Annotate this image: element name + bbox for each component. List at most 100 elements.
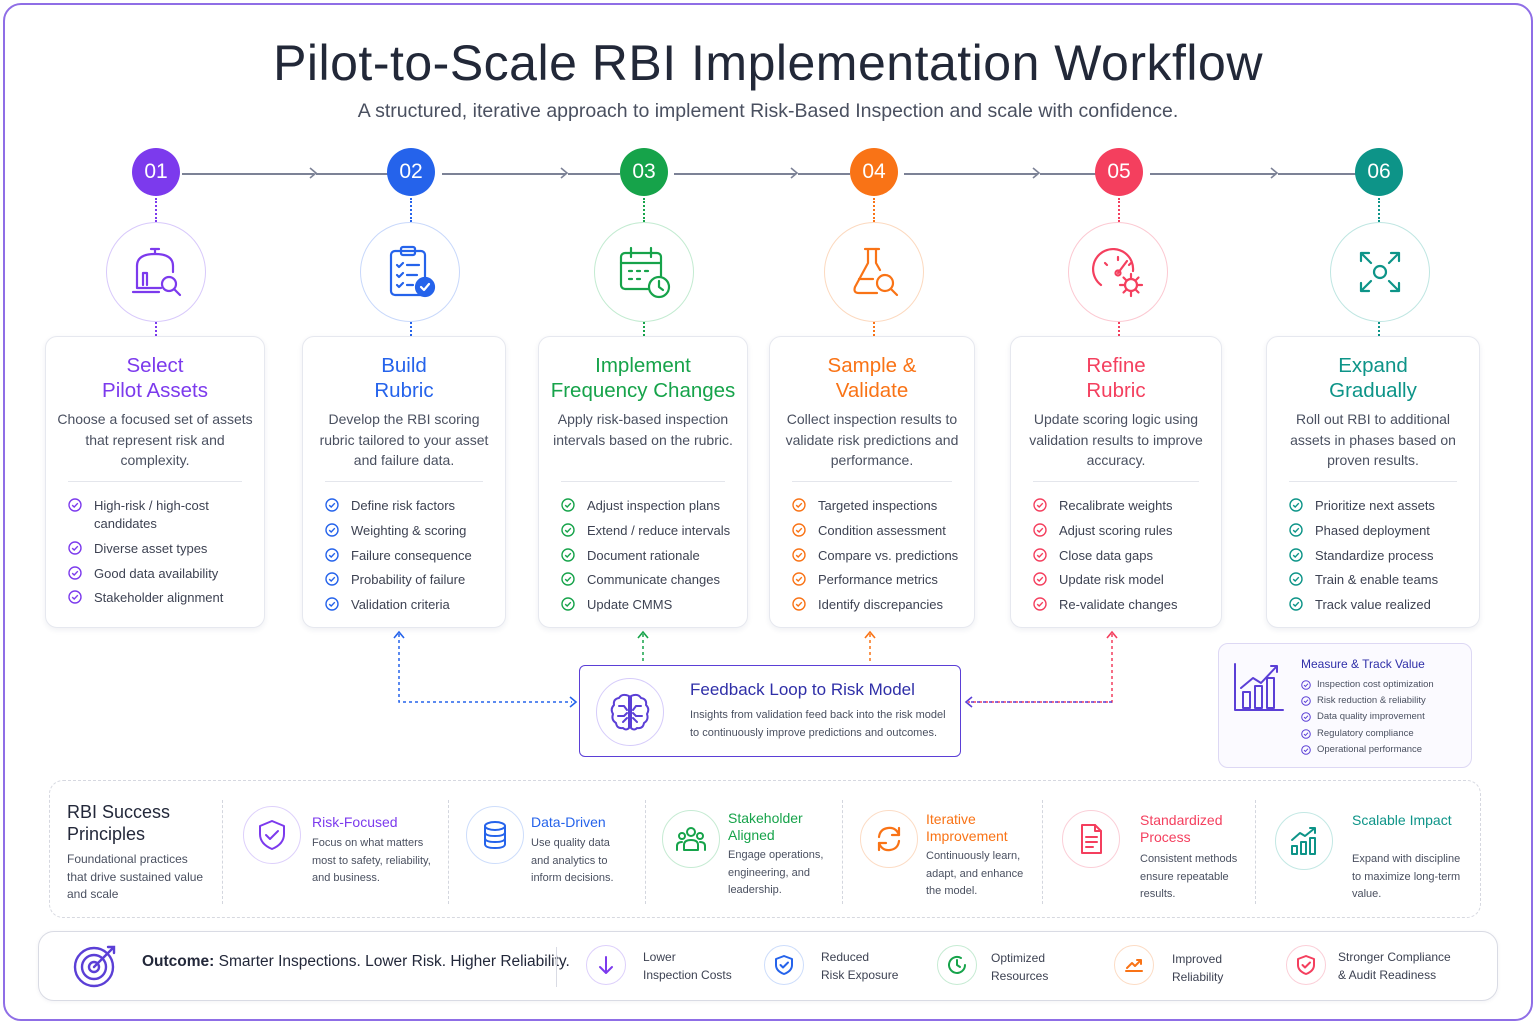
principle-name: Risk-Focused: [312, 814, 398, 830]
document-icon: [1062, 810, 1120, 868]
list-item: Good data availability: [68, 565, 254, 583]
step-number-badge: 02: [387, 148, 435, 196]
check-circle-icon: [792, 523, 806, 537]
check-circle-icon: [1289, 523, 1303, 537]
step-dotted-connector: [1378, 322, 1380, 336]
list-item: Standardize process: [1289, 547, 1469, 565]
step-connector: [674, 173, 796, 175]
list-item: Regulatory compliance: [1301, 726, 1434, 742]
check-circle-icon: [561, 597, 575, 611]
team-icon: [662, 810, 720, 868]
list-item: Track value realized: [1289, 596, 1469, 614]
feedback-description: Insights from validation feed back into …: [690, 709, 946, 739]
step-dotted-connector: [410, 322, 412, 336]
check-circle-icon: [1033, 523, 1047, 537]
list-item: Risk reduction & reliability: [1301, 693, 1434, 709]
step-dotted-connector: [410, 198, 412, 222]
refresh-icon: [860, 810, 918, 868]
principle-name: Iterative Improvement: [926, 811, 1008, 844]
divider: [645, 800, 646, 904]
principle-description: Consistent methods ensure repeatable res…: [1140, 853, 1238, 900]
check-circle-icon: [1289, 597, 1303, 611]
chevron-right-icon: [1270, 167, 1279, 179]
card-divider: [792, 481, 952, 482]
step-title: Sample &Validate: [827, 354, 917, 402]
principle-description: Continuously learn, adapt, and enhance t…: [926, 850, 1024, 897]
feedback-title: Feedback Loop to Risk Model: [690, 680, 915, 699]
page-frame: [3, 3, 1533, 1021]
check-circle-icon: [1289, 572, 1303, 587]
check-circle-icon: [792, 597, 806, 611]
card-divider: [1033, 481, 1199, 482]
divider: [556, 947, 557, 987]
step-connector: [182, 173, 314, 175]
divider: [1042, 800, 1043, 904]
feedback-loop-box: Feedback Loop to Risk Model Insights fro…: [579, 665, 961, 757]
step-connector: [316, 173, 388, 175]
step-checklist: High-risk / high-cost candidates Diverse…: [68, 497, 254, 614]
step-checklist: Prioritize next assets Phased deployment…: [1289, 497, 1469, 621]
step-checklist: Define risk factors Weighting & scoring …: [325, 497, 495, 621]
step-connector: [1150, 173, 1276, 175]
step-connector: [1040, 173, 1096, 175]
check-circle-icon: [68, 541, 82, 555]
list-item: Close data gaps: [1033, 547, 1211, 565]
shield-check-icon: [1286, 945, 1326, 985]
step-description: Apply risk-based inspection intervals ba…: [553, 411, 733, 448]
list-item: Document rationale: [561, 547, 737, 565]
list-item: Targeted inspections: [792, 497, 964, 515]
list-item: Extend / reduce intervals: [561, 522, 737, 540]
trend-up-icon: [1114, 945, 1154, 985]
check-circle-icon: [325, 547, 339, 562]
step-connector: [904, 173, 1038, 175]
step-description: Roll out RBI to additional assets in pha…: [1290, 411, 1456, 469]
step-dotted-connector: [873, 322, 875, 336]
measure-title: Measure & Track Value: [1301, 657, 1425, 671]
list-item: Communicate changes: [561, 571, 737, 589]
gauge-gear-icon: [1068, 222, 1168, 322]
list-item: Probability of failure: [325, 571, 495, 589]
check-circle-icon: [1301, 696, 1311, 706]
chevron-right-icon: [790, 167, 799, 179]
check-circle-icon: [1033, 547, 1047, 562]
divider: [1255, 800, 1256, 904]
step-checklist: Adjust inspection plans Extend / reduce …: [561, 497, 737, 621]
step-dotted-connector: [643, 198, 645, 222]
step-dotted-connector: [155, 322, 157, 336]
principle-description: Expand with discipline to maximize long-…: [1352, 853, 1461, 900]
principle-description: Engage operations, engineering, and lead…: [728, 849, 824, 896]
divider: [222, 800, 223, 904]
card-divider: [325, 481, 483, 482]
page-title: Pilot-to-Scale RBI Implementation Workfl…: [273, 35, 1263, 91]
list-item: Identify discrepancies: [792, 596, 964, 614]
step-number-badge: 03: [620, 148, 668, 196]
card-divider: [561, 481, 725, 482]
check-circle-icon: [325, 498, 339, 512]
check-circle-icon: [792, 572, 806, 587]
principle-description: Use quality data and analytics to inform…: [531, 837, 614, 884]
check-circle-icon: [325, 572, 339, 587]
step-description: Choose a focused set of assets that repr…: [57, 411, 253, 469]
step-checklist: Recalibrate weights Adjust scoring rules…: [1033, 497, 1211, 621]
check-circle-icon: [1301, 712, 1311, 723]
outcome-text: Outcome: Smarter Inspections. Lower Risk…: [142, 953, 570, 970]
list-item: Weighting & scoring: [325, 522, 495, 540]
check-circle-icon: [561, 547, 575, 562]
principle-name: Standardized Process: [1140, 812, 1223, 845]
check-circle-icon: [1033, 572, 1047, 587]
check-circle-icon: [325, 597, 339, 611]
check-circle-icon: [68, 590, 82, 605]
check-circle-icon: [68, 498, 82, 512]
chevron-right-icon: [1032, 167, 1041, 179]
principle-description: Focus on what matters most to safety, re…: [312, 837, 431, 884]
step-checklist: Targeted inspections Condition assessmen…: [792, 497, 964, 621]
growth-chart-icon: [1275, 812, 1333, 870]
list-item: Update risk model: [1033, 571, 1211, 589]
check-circle-icon: [561, 523, 575, 537]
list-item: Phased deployment: [1289, 522, 1469, 540]
flask-search-icon: [824, 222, 924, 322]
check-circle-icon: [1301, 680, 1311, 690]
